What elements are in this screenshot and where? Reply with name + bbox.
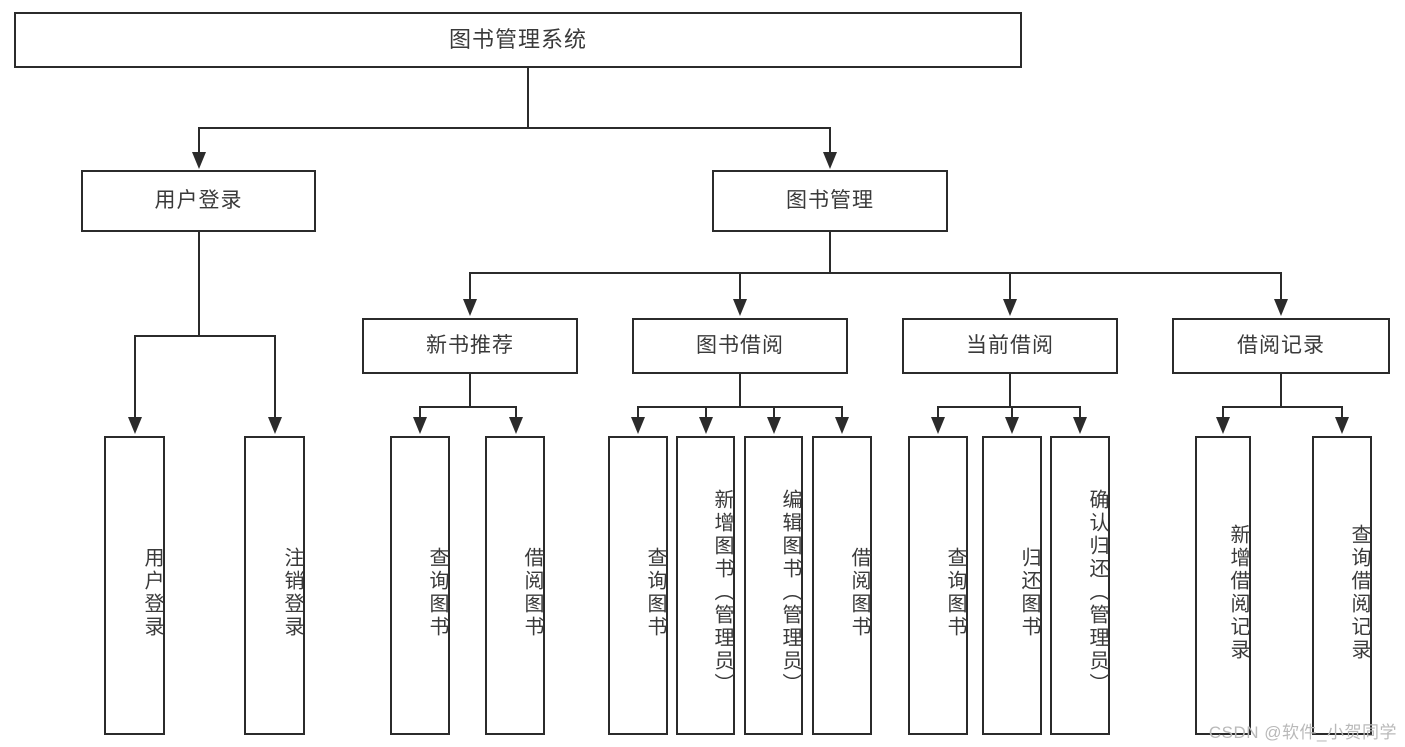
leaf-query-borrow-record[interactable]: 查询借阅记录 [1312,436,1372,735]
edge-cb-leaf3 [1079,406,1081,418]
edge-book-borrow-down [739,374,741,407]
leaf-confirm-return-admin[interactable]: 确认归还（管理员） [1050,436,1110,735]
leaf-label: 借阅图书 [521,546,543,639]
arrow-to-leaf-query-book-borrow [631,417,645,434]
node-new-book-recommend[interactable]: 新书推荐 [362,318,578,374]
leaf-label: 注销登录 [281,546,303,639]
edge-bb-leaf4 [841,406,843,418]
edge-book-manage-down [829,232,831,273]
edge-nbr-leaf1 [419,406,421,418]
leaf-label: 新增图书（管理员） [711,489,733,696]
arrow-to-leaf-return-book [1005,417,1019,434]
leaf-label: 新增借阅记录 [1227,523,1249,662]
edge-current-borrow-bus [937,406,1081,408]
arrow-to-leaf-user-login [128,417,142,434]
arrow-to-book-borrow [733,299,747,316]
node-label: 用户登录 [154,188,243,212]
edge-bb-leaf2 [705,406,707,418]
arrow-to-user-login [192,152,206,169]
edge-to-new-book-recommend [469,272,471,300]
node-label: 图书借阅 [696,333,784,357]
edge-cb-leaf2 [1011,406,1013,418]
edge-root-down [527,68,529,128]
leaf-label: 归还图书 [1018,546,1040,639]
leaf-query-book-borrow[interactable]: 查询图书 [608,436,668,735]
leaf-borrow-book[interactable]: 借阅图书 [812,436,872,735]
edge-root-bus [198,127,830,129]
leaf-add-book-admin[interactable]: 新增图书（管理员） [676,436,735,735]
arrow-to-leaf-query-book-current [931,417,945,434]
node-user-login[interactable]: 用户登录 [81,170,316,232]
edge-new-book-recommend-bus [419,406,517,408]
edge-br-leaf2 [1341,406,1343,418]
leaf-label: 编辑图书（管理员） [779,489,801,696]
edge-to-book-borrow [739,272,741,300]
arrow-to-leaf-query-borrow-record [1335,417,1349,434]
edge-bb-leaf3 [773,406,775,418]
arrow-to-leaf-query-book-recommend [413,417,427,434]
leaf-label: 用户登录 [141,546,163,639]
edge-to-borrow-record [1280,272,1282,300]
node-borrow-record[interactable]: 借阅记录 [1172,318,1390,374]
node-book-borrow[interactable]: 图书借阅 [632,318,848,374]
edge-root-to-user-login [198,127,200,153]
edge-new-book-recommend-down [469,374,471,407]
arrow-to-leaf-edit-book-admin [767,417,781,434]
edge-to-current-borrow [1009,272,1011,300]
node-label: 当前借阅 [966,333,1054,357]
leaf-borrow-book-recommend[interactable]: 借阅图书 [485,436,545,735]
arrow-to-leaf-add-borrow-record [1216,417,1230,434]
edge-br-leaf1 [1222,406,1224,418]
arrow-to-borrow-record [1274,299,1288,316]
watermark-text: CSDN @软件_小贺同学 [1208,723,1397,742]
node-label: 图书管理系统 [448,27,587,53]
arrow-to-leaf-borrow-book-recommend [509,417,523,434]
edge-root-to-book-manage [829,127,831,153]
leaf-query-book-current[interactable]: 查询图书 [908,436,968,735]
edge-user-login-to-leaf1 [134,335,136,418]
leaf-label: 查询图书 [944,546,966,639]
leaf-label: 查询图书 [644,546,666,639]
leaf-user-login[interactable]: 用户登录 [104,436,165,735]
leaf-label: 查询借阅记录 [1348,523,1370,662]
leaf-label: 查询图书 [426,546,448,639]
node-book-management[interactable]: 图书管理 [712,170,948,232]
leaf-label: 借阅图书 [848,546,870,639]
leaf-add-borrow-record[interactable]: 新增借阅记录 [1195,436,1251,735]
edge-book-manage-bus [469,272,1280,274]
arrow-to-leaf-logout [268,417,282,434]
arrow-to-book-management [823,152,837,169]
edge-user-login-down [198,232,200,336]
arrow-to-leaf-confirm-return-admin [1073,417,1087,434]
leaf-return-book[interactable]: 归还图书 [982,436,1042,735]
node-label: 借阅记录 [1237,333,1325,357]
edge-current-borrow-down [1009,374,1011,407]
arrow-to-leaf-borrow-book [835,417,849,434]
edge-nbr-leaf2 [515,406,517,418]
node-root-book-management-system[interactable]: 图书管理系统 [14,12,1022,68]
leaf-label: 确认归还（管理员） [1086,489,1108,696]
edge-book-borrow-bus [637,406,842,408]
arrow-to-new-book-recommend [463,299,477,316]
edge-user-login-bus [134,335,276,337]
node-label: 新书推荐 [426,333,514,357]
arrow-to-current-borrow [1003,299,1017,316]
edge-borrow-record-bus [1222,406,1343,408]
leaf-edit-book-admin[interactable]: 编辑图书（管理员） [744,436,803,735]
node-label: 图书管理 [786,188,874,212]
leaf-logout-login[interactable]: 注销登录 [244,436,305,735]
edge-user-login-to-leaf2 [274,335,276,418]
arrow-to-leaf-add-book-admin [699,417,713,434]
edge-borrow-record-down [1280,374,1282,407]
leaf-query-book-recommend[interactable]: 查询图书 [390,436,450,735]
edge-cb-leaf1 [937,406,939,418]
edge-bb-leaf1 [637,406,639,418]
node-current-borrow[interactable]: 当前借阅 [902,318,1118,374]
